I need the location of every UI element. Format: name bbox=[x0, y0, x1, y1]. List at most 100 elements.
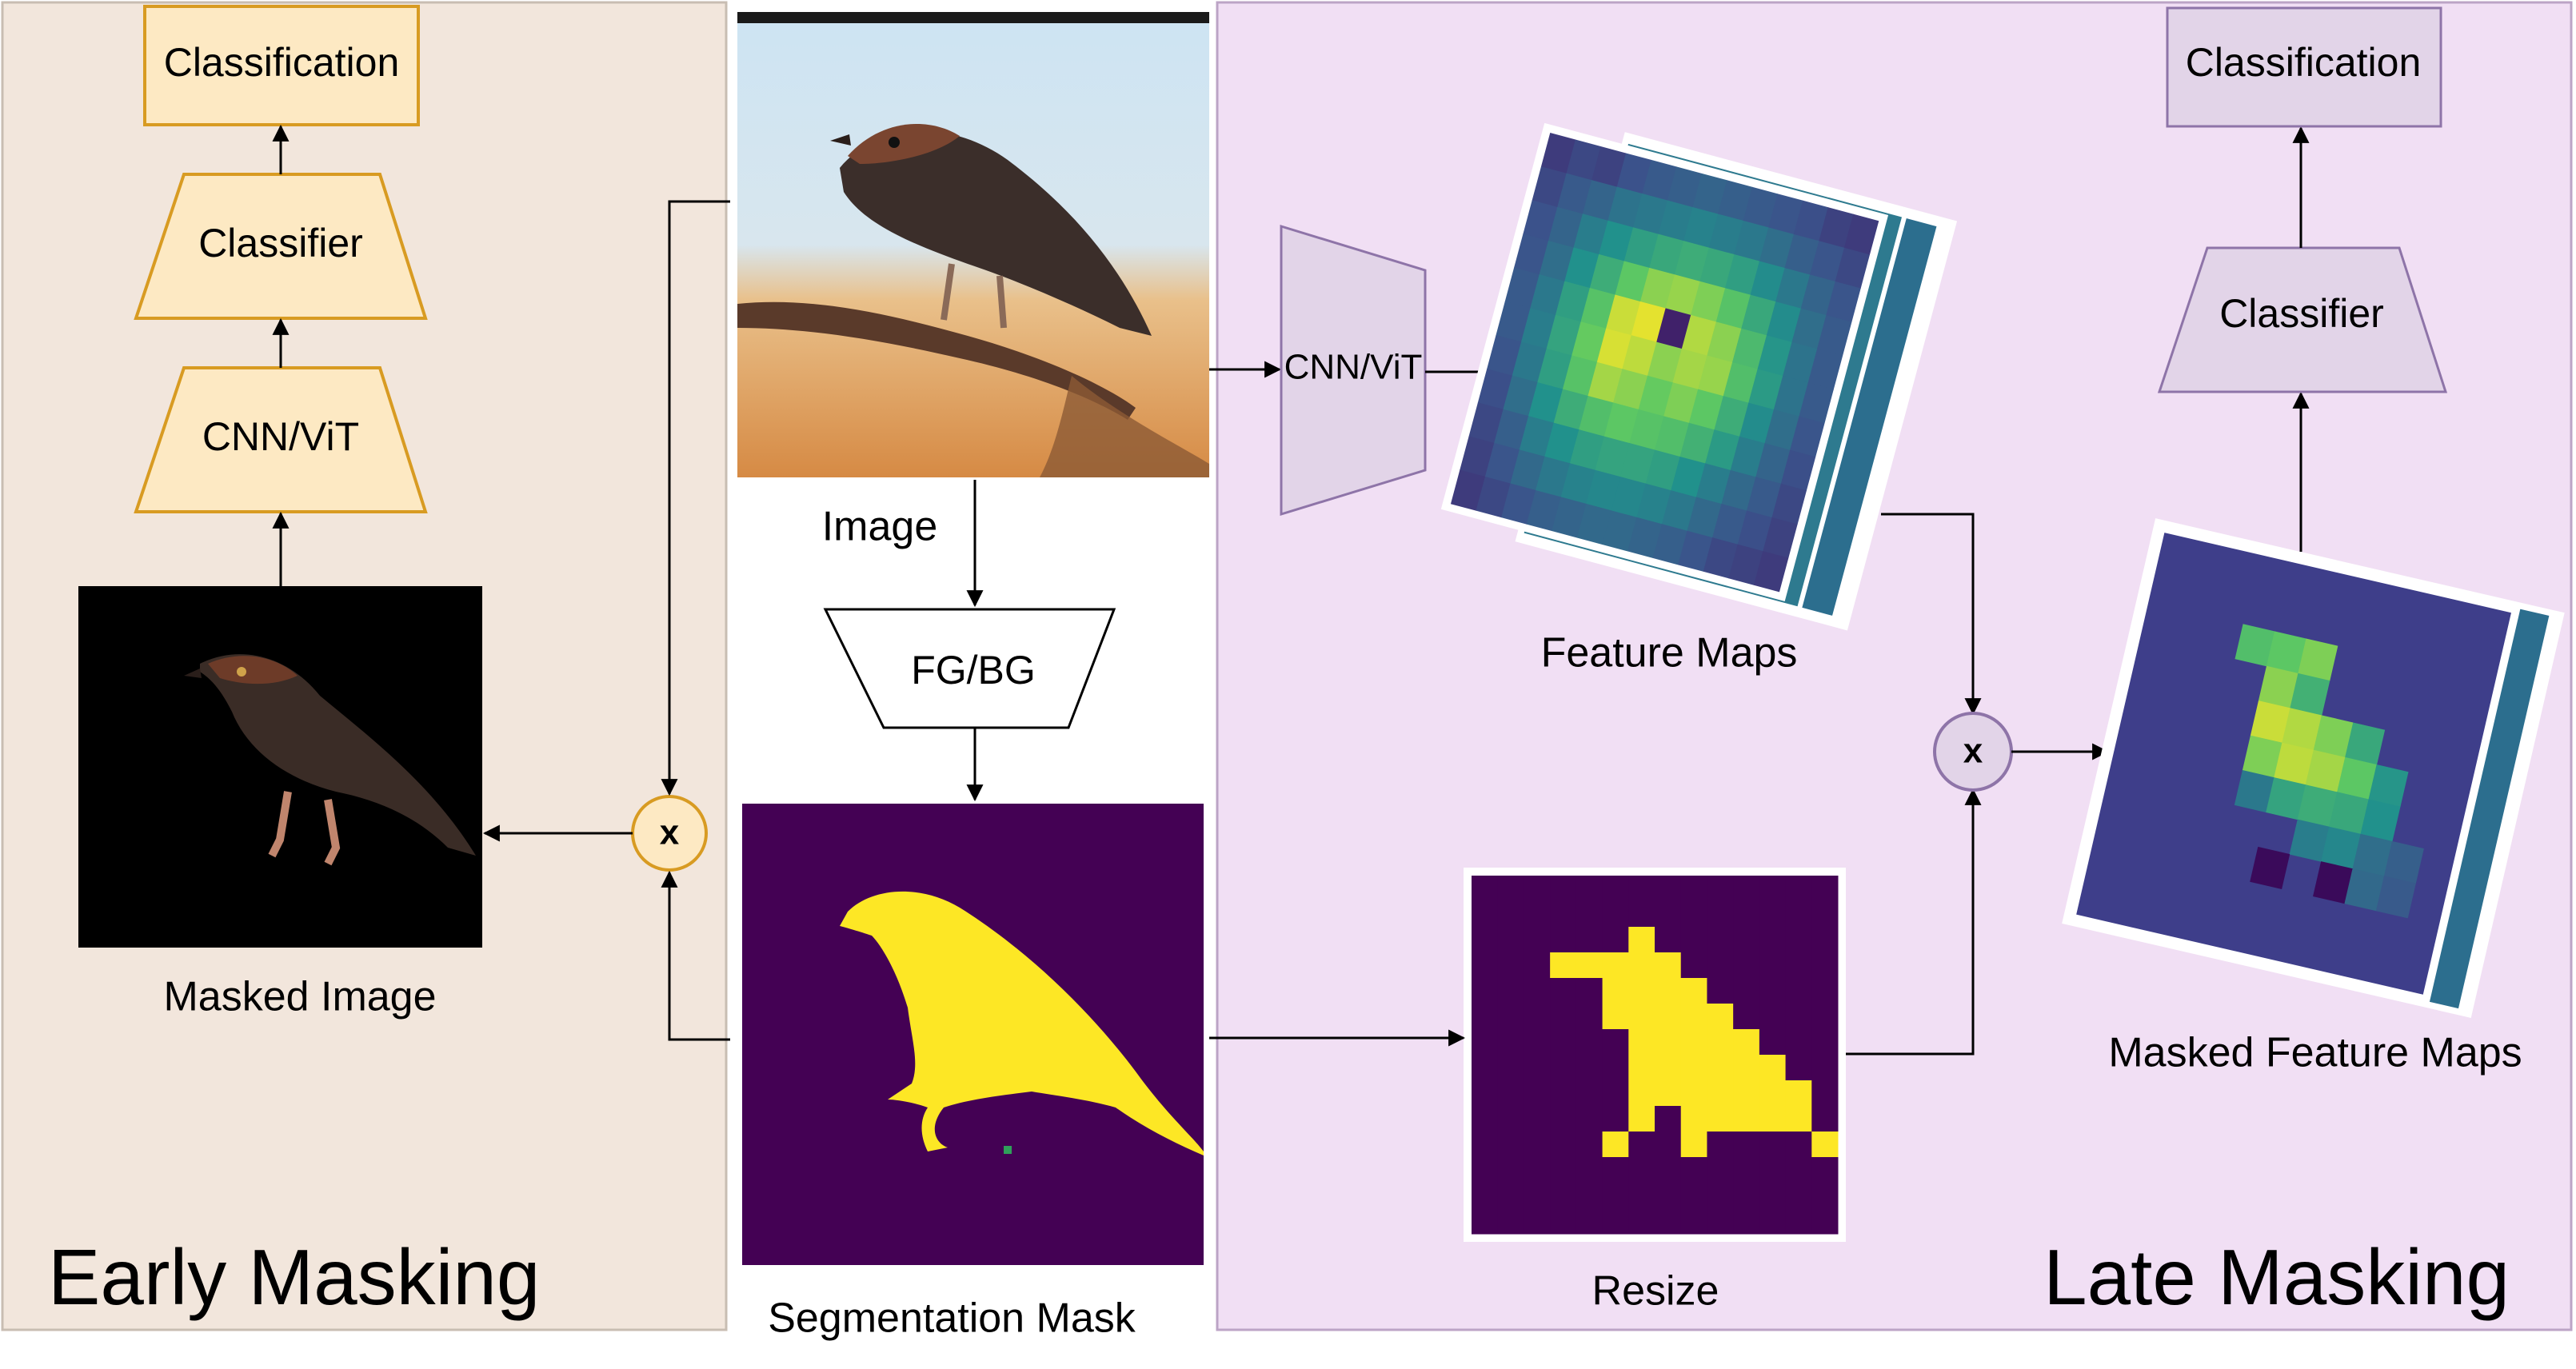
feature-map-cell bbox=[1530, 274, 1565, 316]
resized-mask-cell bbox=[1733, 1106, 1760, 1132]
resized-mask-cell bbox=[1602, 1029, 1629, 1056]
feature-map-cell bbox=[1566, 139, 1601, 181]
resized-mask-cell bbox=[1707, 1157, 1734, 1183]
masked-feature-map-cell bbox=[2258, 665, 2298, 708]
feature-map-cell bbox=[1649, 233, 1684, 275]
resized-mask-cell bbox=[1733, 1029, 1760, 1056]
feature-map-cell bbox=[1656, 308, 1691, 349]
image-caption: Image bbox=[822, 504, 938, 550]
resized-mask-cell bbox=[1602, 978, 1629, 1004]
resized-mask-cell bbox=[1680, 1055, 1707, 1081]
masked-feature-map-cell bbox=[2289, 819, 2330, 862]
input-image bbox=[737, 12, 1209, 477]
feature-map-cell bbox=[1721, 469, 1756, 512]
feature-map-cell bbox=[1548, 206, 1584, 249]
feature-map-cell bbox=[1757, 335, 1792, 377]
feature-map-cell bbox=[1596, 328, 1632, 369]
feature-map-cell bbox=[1674, 241, 1710, 282]
feature-map-cell bbox=[1750, 261, 1785, 302]
resized-mask-cell bbox=[1550, 1183, 1577, 1209]
feature-map-cell bbox=[1510, 449, 1545, 491]
feature-map-cell bbox=[1791, 308, 1827, 349]
feature-map-cell bbox=[1504, 267, 1540, 309]
resized-mask-cell bbox=[1655, 952, 1682, 979]
resized-mask-cell bbox=[1759, 876, 1787, 902]
resized-mask-cell bbox=[1497, 901, 1524, 928]
masked-feature-map-cell bbox=[2368, 764, 2409, 808]
feature-map-cell bbox=[1616, 153, 1652, 194]
resized-mask-cell bbox=[1628, 1029, 1655, 1056]
feature-map-cell bbox=[1681, 314, 1717, 357]
resized-mask-cell bbox=[1576, 901, 1604, 928]
resized-mask-cell bbox=[1811, 927, 1839, 953]
resized-mask-cell bbox=[1550, 1055, 1577, 1081]
resized-mask-cell bbox=[1680, 978, 1707, 1004]
feature-map-cell bbox=[1695, 463, 1731, 505]
feature-map-cell bbox=[1627, 517, 1663, 559]
resized-mask-cell bbox=[1785, 1132, 1812, 1158]
resized-mask-cell bbox=[1472, 1157, 1499, 1183]
feature-map-cell bbox=[1544, 422, 1580, 464]
feature-map-cell bbox=[1728, 544, 1763, 585]
feature-map-heatmap bbox=[1450, 133, 1879, 593]
resized-mask-cell bbox=[1524, 1080, 1551, 1107]
resized-mask-cell bbox=[1497, 978, 1524, 1004]
segmentation-mask-caption: Segmentation Mask bbox=[768, 1295, 1136, 1342]
resized-mask-cell bbox=[1785, 1029, 1812, 1056]
resized-mask-cell bbox=[1655, 1208, 1682, 1235]
feature-map-cell bbox=[1588, 361, 1623, 404]
masked-feature-map-cell bbox=[2345, 722, 2386, 765]
resized-mask-cell bbox=[1759, 1029, 1787, 1056]
resized-mask-cell bbox=[1680, 901, 1707, 928]
resized-mask-cell bbox=[1602, 1157, 1629, 1183]
late-backbone-label: CNN/ViT bbox=[1284, 348, 1423, 387]
feature-map-cell bbox=[1699, 247, 1735, 289]
feature-map-cell bbox=[1460, 436, 1495, 477]
feature-map-cell bbox=[1589, 253, 1625, 296]
feature-map-cell bbox=[1717, 180, 1753, 222]
resized-mask-cell bbox=[1550, 1004, 1577, 1030]
resized-mask-cell bbox=[1628, 1208, 1655, 1235]
feature-map-cell bbox=[1579, 395, 1614, 437]
resized-mask-cell bbox=[1733, 1157, 1760, 1183]
feature-map-cell bbox=[1658, 200, 1693, 241]
resized-mask-cell bbox=[1497, 1106, 1524, 1132]
resized-mask-cell bbox=[1550, 1106, 1577, 1132]
multiply-symbol-early: x bbox=[660, 813, 680, 852]
resized-mask-cell bbox=[1472, 1106, 1499, 1132]
resized-mask-cell bbox=[1655, 1004, 1682, 1030]
masked-image-caption: Masked Image bbox=[163, 974, 436, 1020]
resized-mask-cell bbox=[1759, 927, 1787, 953]
resized-mask-cell bbox=[1707, 1183, 1734, 1209]
arrow-resize-to-late-multiply bbox=[1846, 788, 1982, 1056]
feature-map-cell bbox=[1678, 530, 1713, 572]
masked-feature-map-cell bbox=[2344, 868, 2385, 912]
resized-mask-cell bbox=[1576, 1132, 1604, 1158]
resized-mask-cell bbox=[1497, 1183, 1524, 1209]
resized-mask-cell bbox=[1655, 1132, 1682, 1158]
feature-map-cell bbox=[1494, 409, 1529, 450]
resized-mask-cell bbox=[1785, 1080, 1812, 1107]
resized-mask-cell bbox=[1785, 952, 1812, 979]
resized-mask-cell bbox=[1497, 1132, 1524, 1158]
feature-map-cell bbox=[1724, 254, 1760, 296]
feature-map-cell bbox=[1557, 173, 1592, 214]
late-backbone-box bbox=[1280, 224, 1427, 517]
feature-map-cell bbox=[1487, 334, 1522, 377]
masked-feature-map-cell bbox=[2383, 840, 2424, 884]
feature-map-cell bbox=[1688, 389, 1724, 430]
resized-mask-cell bbox=[1680, 876, 1707, 902]
feature-map-cell bbox=[1582, 180, 1618, 222]
feature-map-cell bbox=[1539, 240, 1575, 282]
resized-mask-cell bbox=[1785, 876, 1812, 902]
feature-map-cell bbox=[1612, 369, 1648, 410]
resized-mask-cell bbox=[1497, 1157, 1524, 1183]
early-backbone-label: CNN/ViT bbox=[202, 414, 359, 459]
resized-mask-cell bbox=[1576, 978, 1604, 1004]
feature-map-cell bbox=[1826, 281, 1861, 323]
feature-map-cell bbox=[1580, 288, 1615, 329]
feature-map-cell bbox=[1768, 194, 1803, 235]
feature-map-cell bbox=[1800, 274, 1836, 316]
resized-mask-cell bbox=[1628, 901, 1655, 928]
feature-map-cell bbox=[1663, 382, 1699, 424]
